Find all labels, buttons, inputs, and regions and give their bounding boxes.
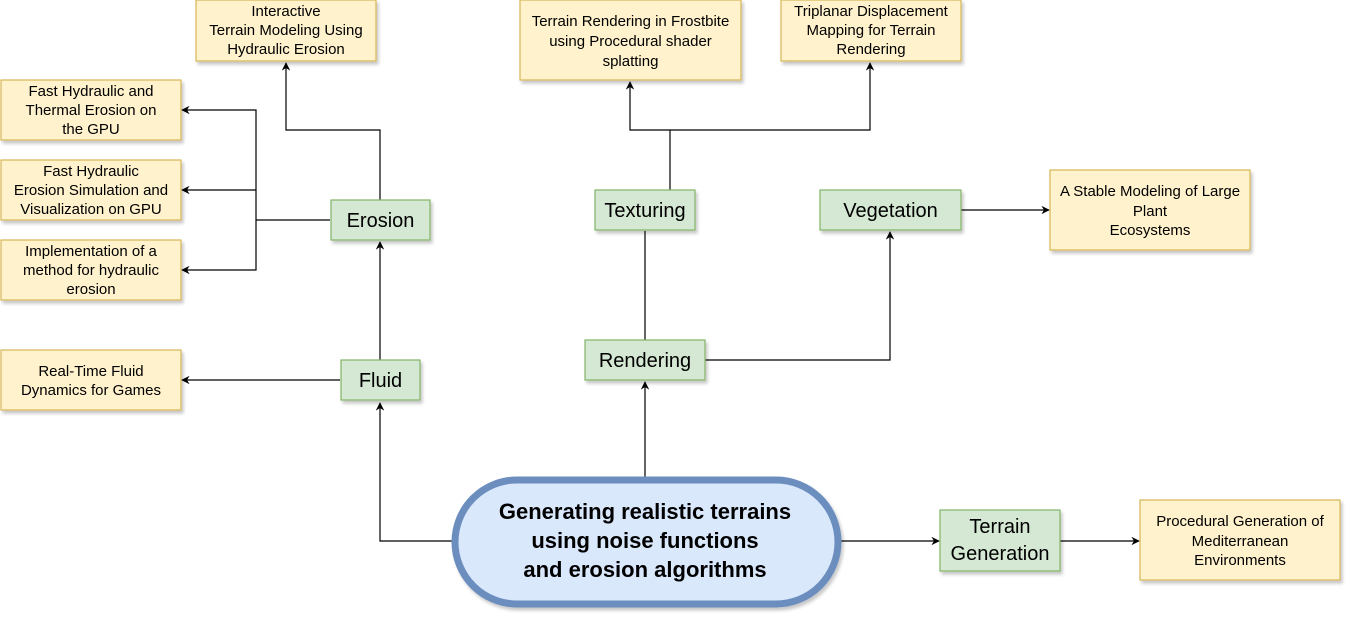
category-label-terrain-generation-line-2: Generation <box>951 543 1050 565</box>
paper-shape-triplanar <box>780 0 962 62</box>
paper-line: Terrain Modeling Using <box>209 22 362 39</box>
paper-line: Thermal Erosion on <box>26 102 157 119</box>
edge-texturing-to-frostbite <box>625 81 670 131</box>
paper-shape-fast-simulation <box>0 159 182 221</box>
category-node-erosion: Erosion <box>330 199 431 241</box>
category-label-fluid: Fluid <box>359 370 402 392</box>
category-shape-erosion <box>330 199 431 241</box>
paper-node-fast-thermal: Fast Hydraulic and Thermal Erosion on th… <box>0 79 182 141</box>
paper-node-mediterranean: Procedural Generation of Mediterranean E… <box>1139 499 1341 581</box>
paper-shape-plant-ecosystems <box>1049 169 1251 251</box>
paper-node-implementation: Implementation of a method for hydraulic… <box>0 239 182 301</box>
paper-node-plant-ecosystems: A Stable Modeling of Large Plant Ecosyst… <box>1049 169 1251 251</box>
central-topic-line-2: using noise functions <box>531 528 758 553</box>
paper-node-interactive-terrain: Interactive Terrain Modeling Using Hydra… <box>195 0 377 62</box>
paper-line: Procedural Generation of <box>1156 513 1324 530</box>
paper-line: splatting <box>603 53 659 70</box>
central-topic-shape <box>451 476 842 608</box>
paper-shape-fluid-dynamics <box>0 349 182 411</box>
paper-node-fluid-dynamics: Real-Time Fluid Dynamics for Games <box>0 349 182 411</box>
paper-line: Mapping for Terrain <box>807 22 936 39</box>
paper-line: Fast Hydraulic and <box>28 83 153 100</box>
category-node-vegetation: Vegetation <box>819 189 962 231</box>
category-shape-vegetation <box>819 189 962 231</box>
paper-line: Hydraulic Erosion <box>227 41 345 58</box>
category-shape-terrain-generation <box>939 509 1061 572</box>
category-label-rendering: Rendering <box>599 350 691 372</box>
paper-line: the GPU <box>62 121 120 138</box>
paper-line: Implementation of a <box>25 243 157 260</box>
edge-erosion-to-interactive-terrain <box>281 62 381 200</box>
category-label-terrain-generation-line-1: Terrain <box>969 516 1030 538</box>
paper-line: erosion <box>66 281 115 298</box>
edge-erosion-to-implementation <box>181 220 257 275</box>
category-label-vegetation: Vegetation <box>843 200 938 222</box>
paper-shape-frostbite <box>519 0 742 81</box>
category-shape-fluid <box>340 359 421 401</box>
category-shape-rendering <box>584 339 706 381</box>
paper-line: method for hydraulic <box>23 262 159 279</box>
category-label-texturing: Texturing <box>604 200 685 222</box>
paper-node-fast-simulation: Fast Hydraulic Erosion Simulation and Vi… <box>0 159 182 221</box>
category-node-fluid: Fluid <box>340 359 421 401</box>
paper-shape-implementation <box>0 239 182 301</box>
paper-line: Real-Time Fluid <box>38 363 143 380</box>
paper-shape-mediterranean <box>1139 499 1341 581</box>
edge-texturing-to-triplanar <box>670 62 875 131</box>
paper-shape-fast-thermal <box>0 79 182 141</box>
edges <box>181 62 1140 546</box>
edge-central-to-fluid <box>375 402 455 542</box>
paper-line: Fast Hydraulic <box>43 163 139 180</box>
paper-node-frostbite: Terrain Rendering in Frostbite using Pro… <box>519 0 742 81</box>
paper-shape-interactive-terrain <box>195 0 377 62</box>
paper-line: Dynamics for Games <box>21 382 161 399</box>
category-node-texturing: Texturing <box>594 189 696 231</box>
category-shape-texturing <box>594 189 696 231</box>
paper-line: Interactive <box>251 3 320 20</box>
edge-rendering-to-vegetation <box>705 231 895 361</box>
paper-line: Visualization on GPU <box>20 201 161 218</box>
paper-line: using Procedural shader <box>549 33 712 50</box>
category-node-terrain-generation: Terrain Generation <box>939 509 1061 572</box>
paper-line: Erosion Simulation and <box>14 182 168 199</box>
paper-line: Plant <box>1133 203 1168 220</box>
central-topic-line-3: and erosion algorithms <box>523 557 766 582</box>
category-node-rendering: Rendering <box>584 339 706 381</box>
paper-line: Triplanar Displacement <box>794 3 949 20</box>
central-topic-node: Generating realistic terrains using nois… <box>451 476 842 608</box>
edge-erosion-to-fast-thermal <box>181 105 257 220</box>
paper-line: A Stable Modeling of Large <box>1060 183 1240 200</box>
paper-line: Terrain Rendering in Frostbite <box>532 13 730 30</box>
paper-node-triplanar: Triplanar Displacement Mapping for Terra… <box>780 0 962 62</box>
paper-line: Ecosystems <box>1110 222 1191 239</box>
central-topic-line-1: Generating realistic terrains <box>499 499 791 524</box>
paper-line: Environments <box>1194 552 1286 569</box>
category-label-erosion: Erosion <box>347 210 415 232</box>
paper-line: Mediterranean <box>1192 533 1289 550</box>
paper-line: Rendering <box>836 41 905 58</box>
